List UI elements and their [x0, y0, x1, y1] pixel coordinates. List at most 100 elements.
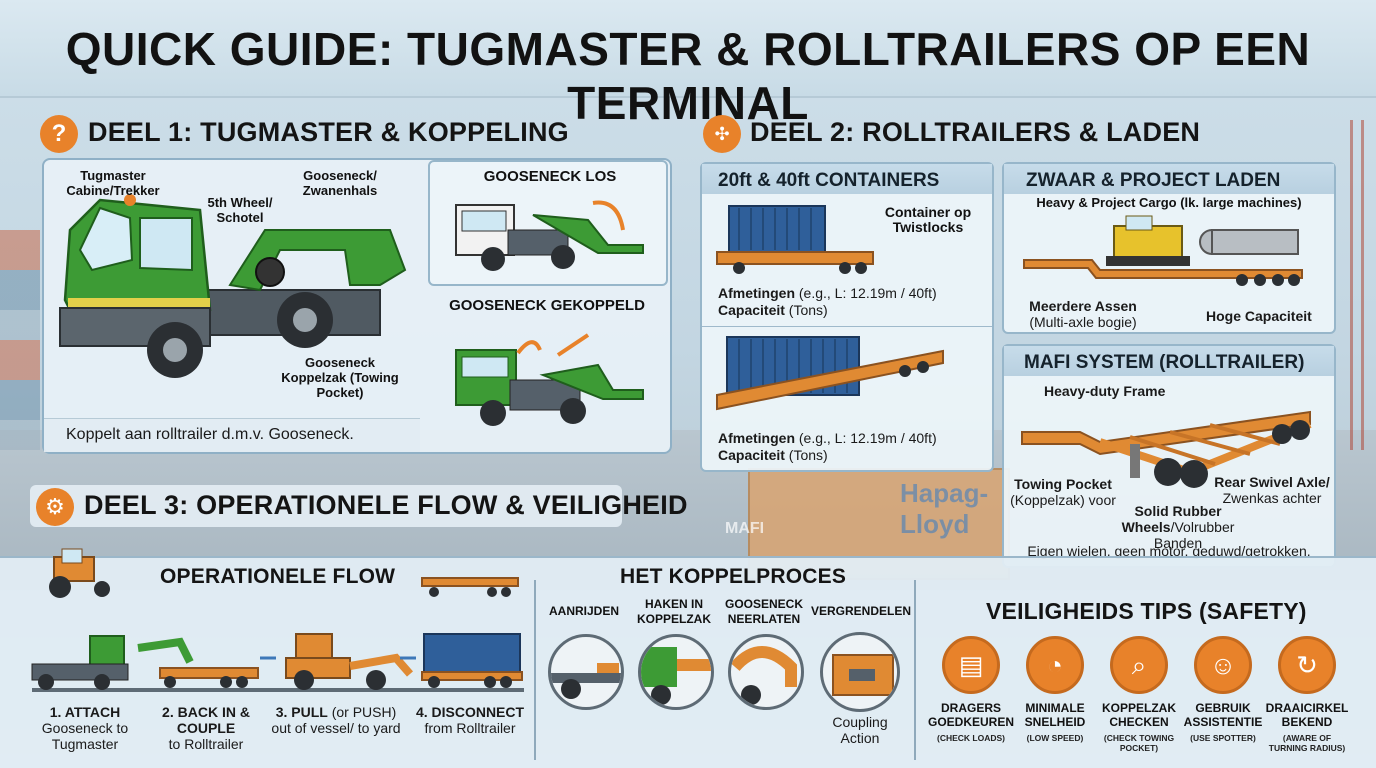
- containers-divider: [702, 326, 992, 327]
- swivel-rest: Zwenkas achter: [1222, 490, 1322, 506]
- containers-dim-1: Afmetingen (e.g., L: 12.19m / 40ft): [718, 285, 937, 301]
- flow-step-4-bold: 4. DISCONNECT: [415, 704, 525, 720]
- flow-step-3-rest: out of vessel/ to yard: [271, 720, 401, 736]
- koppel-step-1-illustration: [548, 634, 624, 710]
- flow-step-1-bold: 1. ATTACH: [49, 704, 121, 720]
- dim-1-rest: (e.g., L: 12.19m / 40ft): [795, 285, 937, 301]
- gooseneck-gekoppeld-title: GOOSENECK GEKOPPELD: [449, 297, 645, 314]
- container-brand-text: Hapag-Lloyd: [900, 478, 989, 539]
- flow-title: OPERATIONELE FLOW: [160, 565, 396, 588]
- deel2-heading: DEEL 2: ROLLTRAILERS & LADEN: [750, 117, 1201, 147]
- zwaar-subtitle: Heavy & Project Cargo (lk. large machine…: [1036, 195, 1302, 210]
- crane-background: [1350, 120, 1364, 450]
- zwaar-title: ZWAAR & PROJECT LADEN: [1004, 164, 1334, 194]
- rubber-bold-1: Solid Rubber: [1134, 503, 1222, 519]
- safety-tip-title: DRAGERS GOEDKEUREN: [928, 701, 1015, 729]
- divider-flow-koppel: [534, 580, 536, 760]
- page-title: QUICK GUIDE: TUGMASTER & ROLLTRAILERS OP…: [65, 23, 1311, 129]
- label-cabine: Tugmaster Cabine/Trekker: [66, 168, 160, 198]
- trailer-container-20ft: [716, 205, 874, 274]
- deel3-heading-bar: [30, 485, 622, 527]
- question-icon: ?: [40, 115, 78, 153]
- label-5th-wheel: 5th Wheel/ Schotel: [207, 195, 273, 225]
- safety-tip-title: GEBRUIK ASSISTENTIE: [1183, 701, 1263, 729]
- dim-2-bold: Afmetingen: [718, 430, 795, 446]
- turning-radius-icon: ↻: [1278, 636, 1336, 694]
- safety-tip-subtitle: (AWARE OF TURNING RADIUS): [1268, 733, 1346, 753]
- trailer-container-40ft: [716, 336, 944, 411]
- safety-title: VEILIGHEIDS TIPS (SAFETY): [986, 598, 1307, 624]
- label-gooseneck: Gooseneck/ Zwanenhals: [302, 168, 378, 198]
- koppel-step-1: AANRIJDEN: [548, 604, 619, 618]
- koppel-step-3: GOOSENECK NEERLATEN: [724, 597, 803, 626]
- assen-rest: (Multi-axle bogie): [1029, 314, 1137, 330]
- safety-tip-title: DRAAICIRKEL BEKEND: [1265, 701, 1349, 729]
- deel1-caption-bar: [44, 418, 420, 452]
- pocket-bold: Towing Pocket: [1014, 476, 1112, 492]
- dim-2-rest: (e.g., L: 12.19m / 40ft): [795, 430, 937, 446]
- koppel-step-4-illustration: [820, 632, 900, 712]
- cap-1-bold: Capaciteit: [718, 302, 785, 318]
- rubber-bold-2: Wheels: [1121, 519, 1171, 535]
- koppel-step-2: HAKEN IN KOPPELZAK: [636, 597, 711, 626]
- label-towing-pocket: Towing Pocket(Koppelzak) voor: [1008, 476, 1118, 508]
- deel1-caption: Koppelt aan rolltrailer d.m.v. Gooseneck…: [66, 426, 354, 443]
- cap-1-rest: (Tons): [784, 302, 828, 318]
- mafi-caption: Eigen wielen, geen motor, geduwd/getrokk…: [1027, 543, 1311, 559]
- expand-arrows-icon: ✣: [703, 115, 741, 153]
- cap-2-rest: (Tons): [784, 447, 828, 463]
- containers-dim-2: Afmetingen (e.g., L: 12.19m / 40ft): [718, 430, 937, 446]
- spotter-icon: ☺: [1194, 636, 1252, 694]
- koppel-step-2-illustration: [638, 634, 714, 710]
- title-bar: QUICK GUIDE: TUGMASTER & ROLLTRAILERS OP…: [0, 0, 1376, 129]
- label-swivel-axle: Rear Swivel Axle/Zwenkas achter: [1214, 474, 1330, 506]
- inspect-pocket-icon: ⌕: [1110, 636, 1168, 694]
- rubber-rest: /Volrubber Banden: [1153, 519, 1235, 551]
- gear-icon: ⚙: [36, 488, 74, 526]
- flow-tractor-icon: [49, 548, 110, 598]
- assen-bold: Meerdere Assen: [1029, 298, 1137, 314]
- flow-trailer-icon: [421, 577, 519, 597]
- gooseneck-los-title: GOOSENECK LOS: [483, 168, 617, 185]
- deel1-heading: DEEL 1: TUGMASTER & KOPPELING: [88, 117, 569, 147]
- swivel-bold: Rear Swivel Axle/: [1214, 474, 1330, 490]
- containers-title: 20ft & 40ft CONTAINERS: [702, 164, 992, 194]
- label-twistlocks: Container op Twistlocks: [884, 204, 972, 235]
- speedometer-icon: ◔: [1026, 636, 1084, 694]
- deel3-heading: DEEL 3: OPERATIONELE FLOW & VEILIGHEID: [84, 490, 688, 520]
- label-heavy-frame: Heavy-duty Frame: [1044, 383, 1166, 399]
- flow-sequence-illustration: [31, 633, 524, 692]
- containers-cap-2: Capaciteit (Tons): [718, 447, 828, 463]
- container-stack-background: [0, 230, 40, 450]
- safety-tip-title: MINIMALE SNELHEID: [1024, 701, 1086, 729]
- flow-step-3-bold: 3. PULL: [275, 704, 328, 720]
- flow-step-4-rest: from Rolltrailer: [424, 720, 516, 736]
- flow-step-2-bold: 2. BACK IN & COUPLE: [162, 704, 250, 736]
- flow-step-1-rest: Gooseneck to Tugmaster: [41, 720, 129, 752]
- mafi-title: MAFI SYSTEM (ROLLTRAILER): [1004, 346, 1334, 376]
- label-hoge-capaciteit: Hoge Capaciteit: [1206, 308, 1312, 324]
- flow-step-3-mid: (or PUSH): [327, 704, 397, 720]
- koppel-title: HET KOPPELPROCES: [620, 565, 847, 588]
- mafi-rolltrailer-illustration: [1021, 410, 1312, 488]
- dim-1-bold: Afmetingen: [718, 285, 795, 301]
- heavy-cargo-trailer: [1023, 215, 1303, 286]
- safety-tip-subtitle: (CHECK LOADS): [937, 733, 1005, 743]
- label-assen: Meerdere Assen(Multi-axle bogie): [1026, 298, 1140, 330]
- label-koppelzak: Gooseneck Koppelzak (Towing Pocket): [281, 355, 399, 400]
- flow-step-2-rest: to Rolltrailer: [168, 736, 244, 752]
- background-trailer-brand: MAFI: [725, 520, 765, 537]
- koppel-step-4: VERGRENDELEN: [810, 604, 911, 618]
- gooseneck-gekoppeld-illustration: [455, 333, 644, 426]
- divider-koppel-safety: [914, 580, 916, 760]
- supports-icon: ▤: [942, 636, 1000, 694]
- cap-2-bold: Capaciteit: [718, 447, 785, 463]
- koppel-step-3-illustration: [728, 634, 804, 710]
- containers-cap-1: Capaciteit (Tons): [718, 302, 828, 318]
- safety-tip-title: KOPPELZAK CHECKEN: [1101, 701, 1176, 729]
- flow-step-3: 3. PULL (or PUSH)out of vessel/ to yard: [268, 704, 404, 736]
